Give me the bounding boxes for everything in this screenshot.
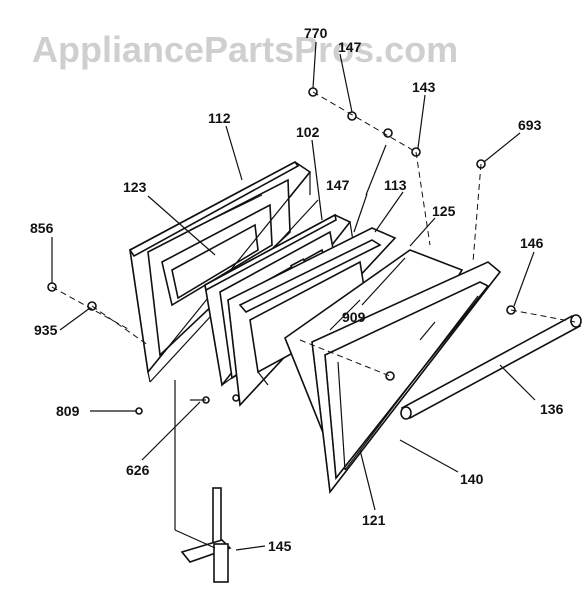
label-113: 113: [384, 177, 407, 193]
part-labels: 770 147 143 693 112 102 147 113 125 123 …: [30, 25, 564, 554]
screw-809: [135, 407, 143, 415]
label-125: 125: [432, 203, 456, 219]
label-140: 140: [460, 471, 484, 487]
outer-door-frame: [311, 261, 502, 495]
screw-147-mid: [383, 128, 393, 138]
leader-lines: [51, 41, 536, 551]
label-147-top: 147: [338, 39, 362, 55]
label-693: 693: [518, 117, 542, 133]
label-935: 935: [34, 322, 58, 338]
label-121: 121: [362, 512, 386, 528]
watermark: AppliancePartsPros.com: [32, 29, 458, 70]
label-112: 112: [208, 110, 231, 126]
assembly-lines: [51, 91, 576, 549]
label-136: 136: [540, 401, 564, 417]
door-hinge: [180, 487, 232, 583]
label-102: 102: [296, 124, 320, 140]
label-123: 123: [123, 179, 147, 195]
inner-door-panel: [128, 160, 319, 383]
label-626: 626: [126, 462, 150, 478]
label-146: 146: [520, 235, 544, 251]
label-770: 770: [304, 25, 328, 41]
label-143: 143: [412, 79, 436, 95]
label-145: 145: [268, 538, 292, 554]
label-856: 856: [30, 220, 54, 236]
screw-121: [385, 371, 395, 381]
label-147-mid: 147: [326, 177, 350, 193]
label-909: 909: [342, 309, 366, 325]
label-809: 809: [56, 403, 80, 419]
door-handle: [400, 314, 582, 420]
